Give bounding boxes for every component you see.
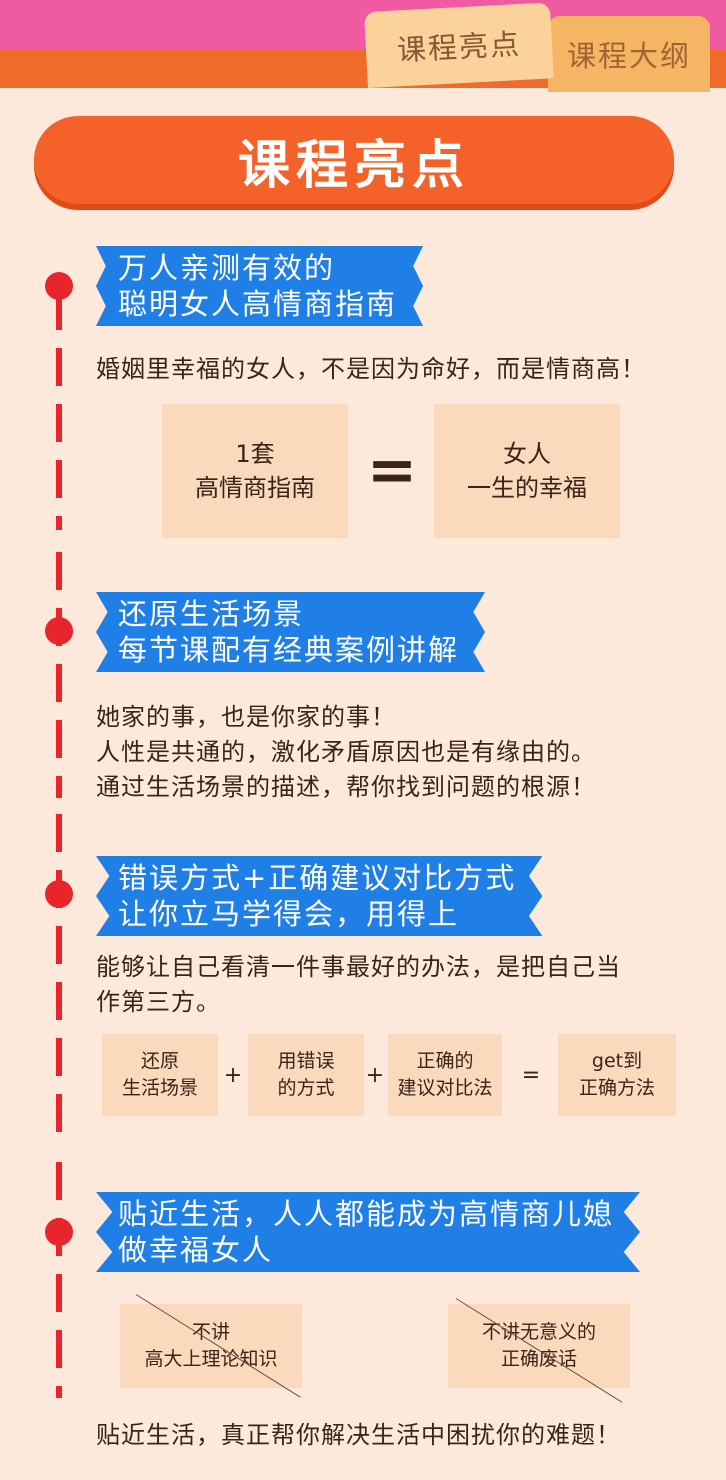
box-line: 不讲无意义的 [481, 1321, 596, 1343]
plus-sign: + [365, 1062, 385, 1088]
box-line: 一生的幸福 [467, 474, 587, 502]
paragraph-line: 婚姻里幸福的女人，不是因为命好，而是情商高！ [96, 355, 646, 383]
banner-line: 万人亲测有效的 [118, 251, 336, 285]
footer-text: 贴近生活，真正帮你解决生活中困扰你的难题！ [96, 1421, 621, 1449]
section-paragraph: 能够让自己看清一件事最好的办法，是把自己当 作第三方。 [96, 950, 621, 1020]
box-line: 正确废话 [500, 1348, 577, 1370]
box-line: 1套 [235, 440, 275, 468]
banner-line: 错误方式+正确建议对比方式 [118, 861, 517, 895]
timeline-dot [45, 1218, 73, 1246]
page-title: 课程亮点 [34, 116, 674, 204]
tab-course-outline[interactable]: 课程大纲 [548, 16, 710, 92]
equation-right-box: 女人 一生的幸福 [434, 404, 620, 538]
section-banner: 还原生活场景 每节课配有经典案例讲解 [96, 592, 486, 672]
timeline-dot [45, 880, 73, 908]
banner-line: 让你立马学得会，用得上 [118, 897, 460, 931]
box-line: get到 [591, 1050, 643, 1072]
crossed-box: 不讲 高大上理论知识 [120, 1304, 302, 1388]
box-line: 建议对比法 [397, 1077, 493, 1099]
equals-sign: = [521, 1062, 541, 1088]
box-line: 正确的 [416, 1050, 474, 1072]
box-line: 的方式 [277, 1077, 335, 1099]
paragraph-line: 人性是共通的，激化矛盾原因也是有缘由的。 [96, 738, 596, 766]
section-banner: 万人亲测有效的 聪明女人高情商指南 [96, 246, 424, 326]
formula-box: get到 正确方法 [558, 1034, 676, 1116]
banner-line: 聪明女人高情商指南 [118, 287, 398, 321]
box-line: 正确方法 [578, 1077, 655, 1099]
tab-course-highlights[interactable]: 课程亮点 [364, 2, 554, 89]
paragraph-line: 她家的事，也是你家的事！ [96, 703, 396, 731]
crossed-box: 不讲无意义的 正确废话 [448, 1304, 630, 1388]
timeline-dot [45, 272, 73, 300]
box-line: 生活场景 [121, 1077, 198, 1099]
box-line: 高大上理论知识 [144, 1348, 278, 1370]
paragraph-line: 通过生活场景的描述，帮你找到问题的根源！ [96, 773, 596, 801]
banner-line: 每节课配有经典案例讲解 [118, 633, 460, 667]
timeline-line [56, 292, 62, 530]
section-paragraph: 婚姻里幸福的女人，不是因为命好，而是情商高！ [96, 352, 646, 387]
formula-box: 还原 生活场景 [102, 1034, 218, 1116]
section-banner: 贴近生活，人人都能成为高情商儿媳 做幸福女人 [96, 1192, 641, 1272]
formula-box: 正确的 建议对比法 [388, 1034, 502, 1116]
section-banner: 错误方式+正确建议对比方式 让你立马学得会，用得上 [96, 856, 543, 936]
plus-sign: + [223, 1062, 243, 1088]
timeline-line [56, 552, 62, 798]
paragraph-line: 作第三方。 [96, 988, 221, 1016]
box-line: 女人 [503, 440, 551, 468]
timeline-line [56, 1162, 62, 1398]
timeline-dot [45, 617, 73, 645]
box-line: 还原 [140, 1050, 179, 1072]
box-line: 用错误 [277, 1050, 335, 1072]
timeline-line [56, 814, 62, 1136]
paragraph-line: 能够让自己看清一件事最好的办法，是把自己当 [96, 953, 621, 981]
equals-sign: = [366, 435, 418, 505]
box-line: 不讲 [191, 1321, 230, 1343]
section-paragraph: 她家的事，也是你家的事！ 人性是共通的，激化矛盾原因也是有缘由的。 通过生活场景… [96, 700, 596, 805]
banner-line: 做幸福女人 [118, 1233, 274, 1267]
box-line: 高情商指南 [195, 474, 315, 502]
formula-box: 用错误 的方式 [248, 1034, 364, 1116]
banner-line: 贴近生活，人人都能成为高情商儿媳 [118, 1197, 615, 1231]
banner-line: 还原生活场景 [118, 597, 305, 631]
equation-left-box: 1套 高情商指南 [162, 404, 348, 538]
